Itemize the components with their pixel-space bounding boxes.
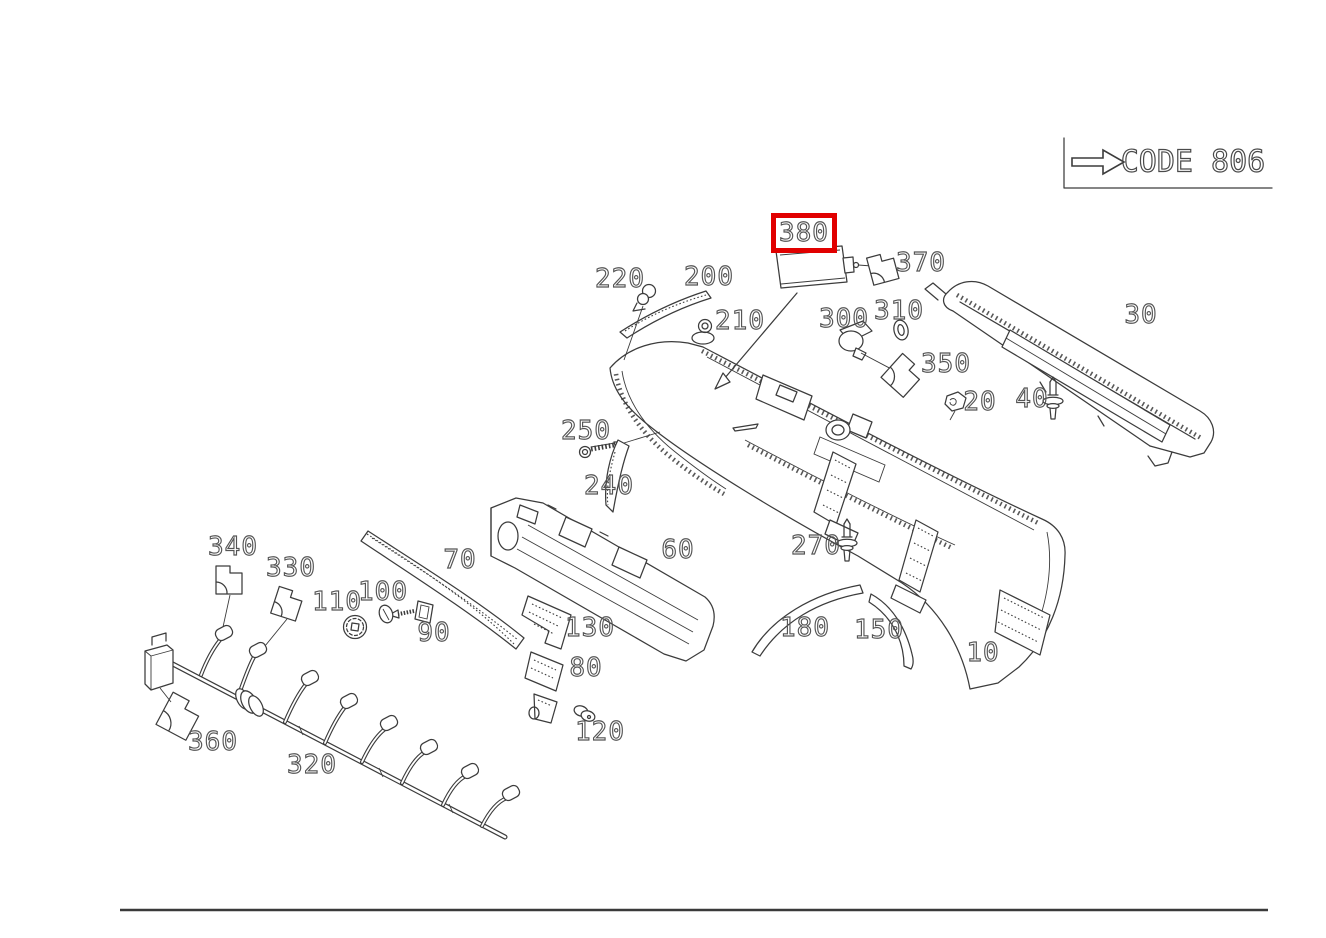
part-320-art (145, 624, 521, 837)
part-340-art (215, 565, 243, 627)
part-360-art (155, 688, 204, 742)
part-label-100[interactable]: 100 (357, 576, 408, 607)
part-label-60[interactable]: 60 (661, 534, 695, 565)
part-label-240[interactable]: 240 (583, 470, 634, 501)
part-60-art (491, 498, 714, 661)
part-350-art (880, 352, 926, 399)
part-120-art (573, 704, 596, 723)
part-label-90[interactable]: 90 (417, 617, 451, 648)
part-label-10[interactable]: 10 (966, 637, 1000, 668)
part-label-270[interactable]: 270 (790, 530, 841, 561)
part-label-70[interactable]: 70 (443, 544, 477, 575)
code-arrow-icon (1072, 150, 1124, 174)
part-310-art (892, 319, 910, 341)
part-180-art (752, 585, 863, 656)
part-80-art (525, 652, 563, 723)
part-200-art (620, 291, 711, 338)
part-300-art (839, 321, 897, 372)
part-label-80[interactable]: 80 (569, 652, 603, 683)
part-label-360[interactable]: 360 (187, 726, 238, 757)
code-806-label: CODE 806 (1120, 144, 1266, 180)
part-label-210[interactable]: 210 (714, 305, 765, 336)
part-label-300[interactable]: 300 (818, 303, 869, 334)
part-380-art (715, 246, 872, 389)
part-label-370[interactable]: 370 (895, 247, 946, 278)
part-30-art (925, 281, 1214, 466)
part-label-220[interactable]: 220 (594, 263, 645, 294)
part-210-art (699, 320, 712, 333)
part-label-310[interactable]: 310 (873, 295, 924, 326)
part-label-350[interactable]: 350 (920, 348, 971, 379)
part-label-200[interactable]: 200 (683, 261, 734, 292)
code-box-frame (1064, 138, 1272, 188)
part-label-380[interactable]: 380 (778, 217, 829, 248)
part-130-art (522, 596, 571, 649)
part-label-150[interactable]: 150 (853, 614, 904, 645)
part-20-art (945, 392, 966, 420)
part-label-40[interactable]: 40 (1015, 383, 1049, 414)
part-330-art (265, 585, 305, 646)
part-label-330[interactable]: 330 (265, 552, 316, 583)
part-label-20[interactable]: 20 (963, 386, 997, 417)
part-370-art (865, 250, 900, 286)
part-label-320[interactable]: 320 (286, 749, 337, 780)
part-150-art (869, 594, 913, 669)
part-label-130[interactable]: 130 (564, 612, 615, 643)
part-label-30[interactable]: 30 (1124, 299, 1158, 330)
part-70-art (361, 531, 524, 649)
part-label-120[interactable]: 120 (574, 716, 625, 747)
part-100-art (377, 603, 395, 624)
part-240-art (606, 432, 660, 512)
part-label-340[interactable]: 340 (207, 531, 258, 562)
part-110-art (344, 616, 367, 639)
part-250-art (580, 442, 622, 458)
part-label-250[interactable]: 250 (560, 415, 611, 446)
part-220-art (624, 285, 656, 361)
part-label-110[interactable]: 110 (311, 586, 362, 617)
highlight-box-380[interactable]: 380 (771, 213, 837, 253)
part-label-180[interactable]: 180 (779, 612, 830, 643)
part-90-art (389, 601, 433, 623)
